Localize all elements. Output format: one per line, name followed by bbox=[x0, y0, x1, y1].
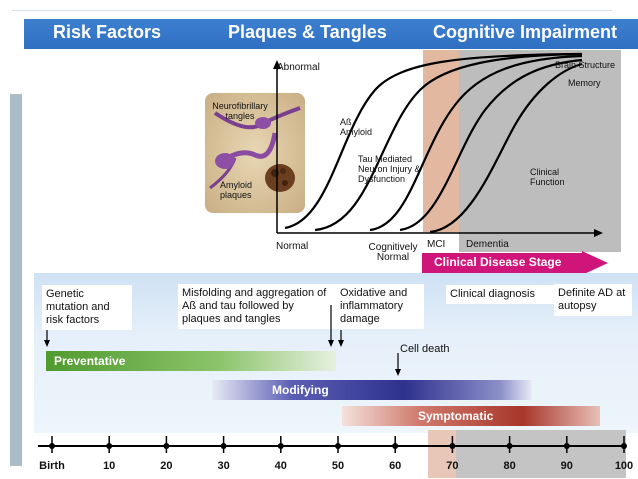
timeline-tick-label: 80 bbox=[503, 460, 516, 472]
y-axis-arrowhead bbox=[273, 60, 281, 69]
symptomatic-bar: Symptomatic bbox=[342, 406, 600, 426]
stage-oxidative: Oxidative and inflammatory damage bbox=[336, 284, 424, 329]
timeline-tick-label: 90 bbox=[560, 460, 573, 472]
timeline-tick-label: Birth bbox=[39, 460, 65, 472]
timeline-tick-dot bbox=[220, 443, 227, 449]
timeline-tick-dot bbox=[621, 443, 627, 449]
y-axis-top-label: Abnormal bbox=[277, 62, 320, 73]
timeline-dementia-band bbox=[456, 430, 626, 478]
dementia-label: Dementia bbox=[466, 239, 509, 250]
plaques-image-label: Amyloid plaques bbox=[220, 180, 253, 200]
timeline-tick-label: 30 bbox=[217, 460, 230, 472]
timeline-tick-dot bbox=[277, 443, 284, 449]
tau-curve bbox=[314, 52, 583, 232]
timeline-tick-dot bbox=[449, 443, 456, 449]
cognitively-normal-label: Cognitively Normal bbox=[368, 242, 418, 263]
preventative-bar: Preventative bbox=[46, 351, 336, 371]
clinical-function-curve bbox=[429, 62, 583, 234]
abeta-curve bbox=[284, 52, 581, 230]
stage-genetic: Genetic mutation and risk factors bbox=[42, 285, 132, 330]
timeline-tick-dot bbox=[335, 443, 341, 449]
timeline-tick-label: 50 bbox=[331, 460, 345, 472]
timeline-tick-dot bbox=[163, 443, 170, 449]
clinical-stage-arrow bbox=[422, 251, 608, 275]
preventative-bar-label: Preventative bbox=[54, 354, 126, 368]
symptomatic-bar-label: Symptomatic bbox=[418, 409, 494, 423]
timeline-tick-dot bbox=[392, 443, 399, 449]
abeta-curve-label: Aß Amyloid bbox=[340, 117, 373, 137]
timeline-tick-dot bbox=[506, 443, 513, 449]
timeline-tick-dot bbox=[106, 443, 113, 449]
stage-definite-ad: Definite AD at autopsy bbox=[554, 284, 632, 316]
timeline-tick-label: 10 bbox=[103, 460, 116, 472]
stage-clinical-diagnosis: Clinical diagnosis bbox=[446, 285, 554, 304]
memory-curve bbox=[399, 58, 583, 232]
stage-cell-death: Cell death bbox=[400, 343, 450, 355]
tangles-image-label: Neurofibrillary tangles bbox=[212, 101, 268, 121]
dementia-band bbox=[459, 50, 621, 252]
stage-misfolding: Misfolding and aggregation of Aß and tau… bbox=[178, 284, 336, 329]
timeline-tick-label: 60 bbox=[389, 460, 402, 472]
timeline-tick-label: 40 bbox=[274, 460, 287, 472]
memory-curve-label: Memory bbox=[568, 78, 601, 88]
timeline-mci-band bbox=[428, 430, 456, 478]
mci-band bbox=[423, 50, 459, 232]
header-risk-factors: Risk Factors bbox=[53, 22, 162, 42]
header-plaques-tangles: Plaques & Tangles bbox=[228, 22, 387, 42]
timeline-tick-label: 20 bbox=[160, 460, 173, 472]
header-bar bbox=[24, 19, 638, 49]
modifying-bar-label: Modifying bbox=[272, 383, 329, 397]
y-axis-bottom-label: Normal bbox=[276, 241, 309, 252]
timeline-tick-label: 70 bbox=[446, 460, 459, 472]
top-divider bbox=[12, 10, 612, 11]
neuron-tissue-image bbox=[205, 93, 305, 213]
brain-structure-curve bbox=[369, 54, 583, 232]
timeline-tick-dot bbox=[563, 443, 570, 449]
timeline-tick-label: 100 bbox=[614, 460, 634, 472]
left-decorative-band bbox=[10, 94, 22, 466]
clinical-stage-label: Clinical Disease Stage bbox=[434, 255, 562, 269]
clinical-function-curve-label: Clinical Function bbox=[530, 167, 565, 187]
timeline-tick-dot bbox=[49, 443, 55, 449]
biomarker-curve-chart bbox=[273, 50, 621, 252]
brain-structure-curve-label: Brain Structure bbox=[555, 60, 616, 70]
modifying-bar: Modifying bbox=[212, 380, 532, 400]
tau-curve-label: Tau Mediated Neuron Injury & Dysfunction bbox=[358, 154, 421, 184]
header-cognitive-impairment: Cognitive Impairment bbox=[433, 22, 618, 42]
x-axis-arrowhead bbox=[594, 229, 603, 237]
mci-label: MCI bbox=[427, 239, 446, 250]
